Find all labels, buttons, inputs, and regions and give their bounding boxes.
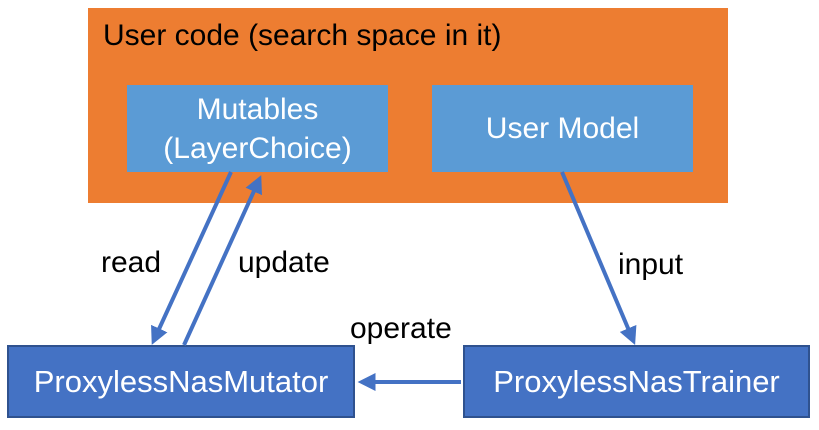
mutator-label: ProxylessNasMutator xyxy=(33,363,329,399)
trainer-label: ProxylessNasTrainer xyxy=(493,363,780,399)
operate-edge-label: operate xyxy=(350,312,452,345)
mutables-node: Mutables (LayerChoice) xyxy=(127,85,388,172)
mutables-label-line2: (LayerChoice) xyxy=(163,131,352,165)
mutator-node: ProxylessNasMutator xyxy=(7,345,355,418)
read-edge-label: read xyxy=(101,246,162,279)
user-model-node: User Model xyxy=(432,85,693,172)
input-edge-label: input xyxy=(618,248,684,281)
mutables-label-line1: Mutables xyxy=(196,92,319,126)
update-edge-label: update xyxy=(238,246,330,279)
user-model-label: User Model xyxy=(485,112,640,145)
user-code-title: User code (search space in it) xyxy=(103,19,502,52)
mutables-label: Mutables (LayerChoice) xyxy=(163,90,351,168)
user-code-container: User code (search space in it) Mutables … xyxy=(88,8,728,203)
trainer-node: ProxylessNasTrainer xyxy=(463,345,810,418)
